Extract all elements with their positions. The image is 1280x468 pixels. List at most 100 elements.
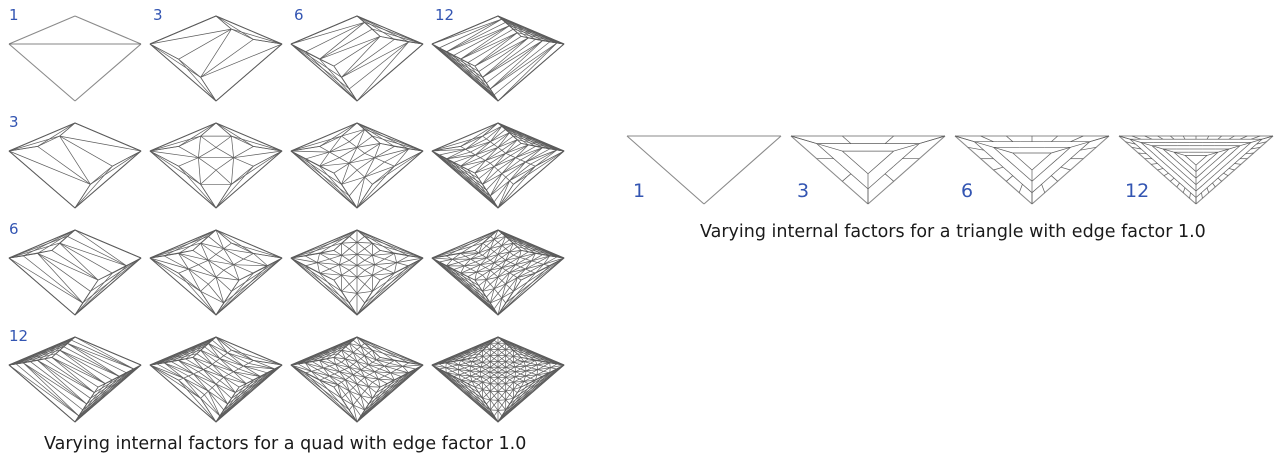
- mesh-edge: [493, 251, 499, 255]
- mesh-edge: [1041, 184, 1046, 193]
- mesh-edge: [509, 268, 526, 274]
- mesh-edge: [509, 180, 514, 185]
- mesh-edge: [465, 375, 471, 379]
- mesh-edge: [329, 258, 340, 266]
- mesh-edge: [480, 371, 486, 375]
- mesh-edge: [445, 365, 453, 369]
- quad-mesh: [149, 122, 283, 209]
- mesh-edge: [360, 355, 365, 359]
- mesh-edge: [465, 135, 483, 150]
- mesh-edge: [1208, 167, 1216, 174]
- mesh-edge: [1227, 151, 1234, 158]
- mesh-edge: [550, 363, 558, 369]
- mesh-edge: [497, 391, 503, 396]
- mesh-edge: [374, 146, 395, 159]
- mesh-edge: [458, 369, 465, 374]
- mesh-edge: [238, 368, 261, 377]
- mesh-edge: [290, 257, 318, 263]
- mesh-edge: [513, 165, 536, 185]
- mesh-edge: [356, 336, 395, 361]
- mesh-edge: [505, 389, 514, 392]
- mesh-edge: [408, 255, 424, 259]
- mesh-edge: [348, 367, 354, 375]
- mesh-edge: [497, 236, 506, 243]
- mesh-edge: [505, 255, 514, 261]
- mesh-edge: [290, 257, 358, 316]
- mesh-edge: [311, 370, 330, 377]
- mesh-edge: [520, 365, 526, 370]
- mesh-edge: [505, 264, 516, 271]
- mesh-edge: [178, 253, 199, 266]
- mesh-edge: [482, 397, 491, 401]
- mesh-edge: [993, 147, 1007, 159]
- mesh-edge: [349, 248, 358, 255]
- mesh-edge: [312, 336, 358, 363]
- mesh-edge: [341, 128, 365, 137]
- quad-mesh: [8, 336, 142, 423]
- mesh-edge: [333, 357, 346, 360]
- mesh-edge: [198, 147, 217, 159]
- mesh-edge: [178, 268, 189, 274]
- mesh-edge: [493, 336, 499, 341]
- mesh-edge: [510, 256, 520, 263]
- mesh-edge: [531, 254, 543, 262]
- mesh-edge: [490, 374, 495, 378]
- mesh-edge: [509, 277, 518, 288]
- mesh-edge: [333, 36, 381, 67]
- mesh-edge: [352, 405, 358, 423]
- mesh-edge: [482, 122, 499, 137]
- mesh-edge: [339, 371, 354, 376]
- mesh-edge: [349, 364, 354, 368]
- mesh-edge: [445, 367, 459, 370]
- mesh-edge: [460, 146, 466, 150]
- mesh-edge: [497, 404, 503, 411]
- mesh-edge: [364, 128, 424, 152]
- mesh-edge: [505, 349, 510, 354]
- mesh-edge: [352, 372, 358, 375]
- mesh-edge: [1195, 155, 1208, 166]
- mesh-edge: [501, 284, 507, 299]
- mesh-edge: [467, 62, 499, 102]
- mesh-edge: [480, 369, 486, 373]
- mesh-edge: [458, 369, 460, 375]
- mesh-edge: [1057, 147, 1071, 159]
- mesh-edge: [993, 146, 1013, 154]
- mesh-edge: [349, 195, 358, 209]
- mesh-edge: [452, 364, 459, 367]
- mesh-edge: [215, 386, 240, 423]
- mesh-edge: [497, 342, 503, 347]
- mesh-edge: [497, 349, 503, 353]
- mesh-edge: [497, 352, 503, 356]
- mesh-edge: [290, 150, 358, 209]
- mesh-edge: [215, 383, 247, 423]
- mesh-edge: [215, 336, 232, 351]
- mesh-edge: [223, 374, 229, 378]
- mesh-edge: [349, 129, 365, 142]
- mesh-edge: [482, 269, 491, 276]
- mesh-edge: [329, 375, 346, 381]
- mesh-edge: [374, 143, 381, 158]
- mesh-edge: [460, 272, 499, 316]
- mesh-edge: [482, 288, 495, 292]
- mesh-edge: [474, 279, 487, 281]
- mesh-edge: [493, 346, 499, 350]
- mesh-edge: [520, 357, 525, 362]
- mesh-edge: [372, 268, 385, 276]
- mesh-edge: [149, 250, 193, 259]
- mesh-edge: [475, 154, 481, 159]
- mesh-edge: [531, 260, 538, 263]
- mesh-edge: [497, 279, 522, 316]
- mesh-edge: [215, 15, 283, 45]
- mesh-edge: [183, 377, 201, 399]
- mesh-edge: [149, 135, 201, 152]
- mesh-edge: [490, 41, 550, 90]
- mesh-edge: [446, 362, 453, 367]
- mesh-edge: [505, 361, 510, 366]
- mesh-edge: [474, 160, 486, 174]
- mesh-edge: [493, 232, 503, 240]
- mesh-edge: [8, 257, 83, 304]
- mesh-edge: [474, 272, 477, 281]
- mesh-edge: [317, 262, 330, 270]
- mesh-edge: [1183, 186, 1191, 193]
- mesh-edge: [505, 256, 520, 261]
